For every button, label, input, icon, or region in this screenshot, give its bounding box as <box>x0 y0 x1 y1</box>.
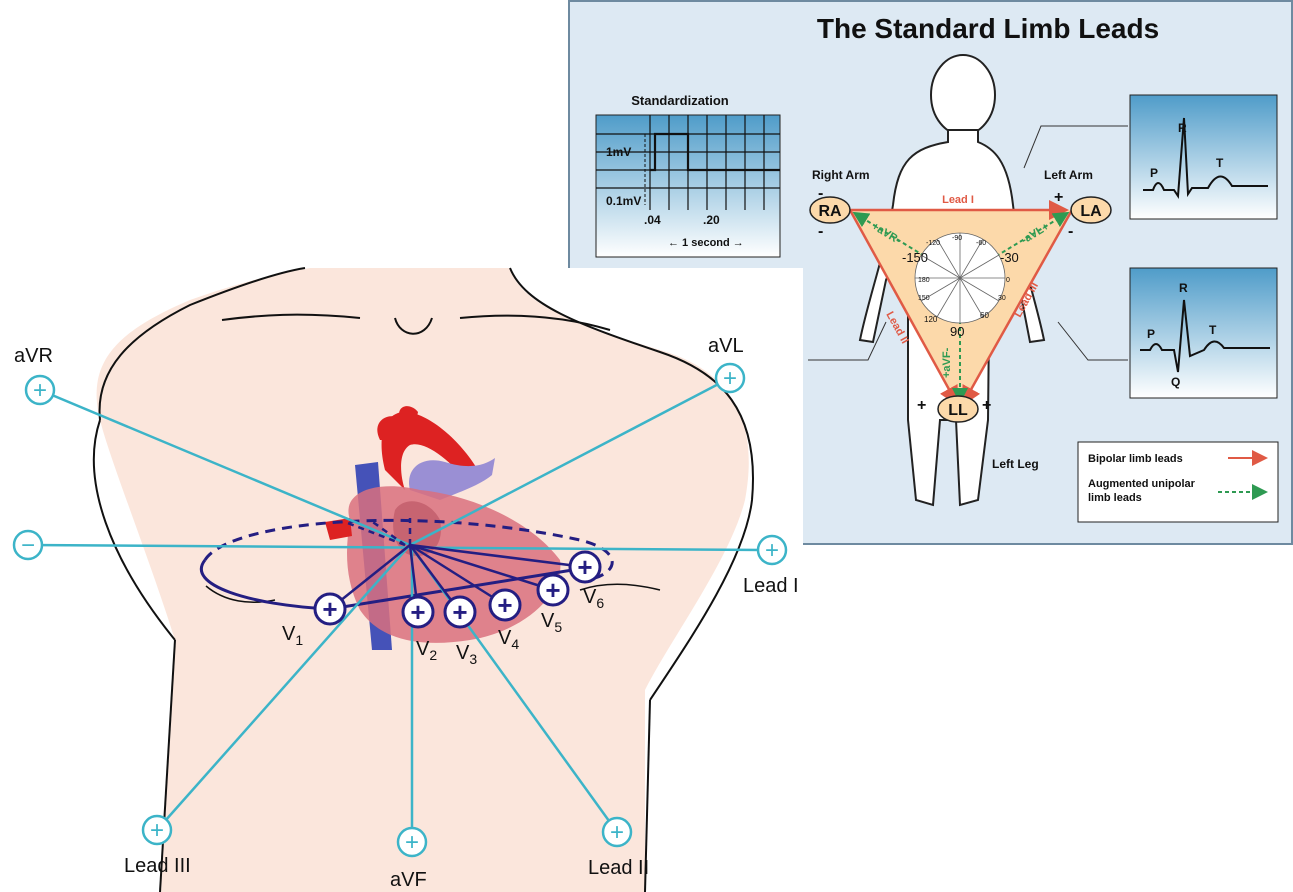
lead-iii-label: Lead III <box>124 855 191 877</box>
v3-plus: + <box>452 597 467 627</box>
avl-electrode-plus: + <box>723 365 737 392</box>
v1-plus: + <box>322 594 337 624</box>
avr-electrode: + <box>26 376 54 404</box>
v1-electrode: + <box>315 594 345 624</box>
lead-iii-plus: + <box>150 817 164 844</box>
lead-i-negative-electrode: − <box>14 531 42 559</box>
v6-electrode: + <box>570 552 600 582</box>
v4-plus: + <box>497 590 512 620</box>
avl-electrode: + <box>716 364 744 392</box>
lead-iii-electrode: + <box>143 816 171 844</box>
v2-plus: + <box>410 597 425 627</box>
avf-plus: + <box>405 829 419 856</box>
avl-label: aVL <box>708 335 744 357</box>
lead-ii-electrode: + <box>603 818 631 846</box>
v5-electrode: + <box>538 575 568 605</box>
v3-electrode: + <box>445 597 475 627</box>
avr-electrode-plus: + <box>33 377 47 404</box>
v5-plus: + <box>545 575 560 605</box>
lead-ii-plus: + <box>610 819 624 846</box>
lead-i-minus: − <box>21 532 35 559</box>
avf-label: aVF <box>390 869 427 891</box>
v6-plus: + <box>577 552 592 582</box>
lead-i-label: Lead I <box>743 575 799 597</box>
lead-ii-label: Lead II <box>588 857 649 879</box>
lead-i-plus: + <box>765 537 779 564</box>
avr-label: aVR <box>14 345 53 367</box>
v4-electrode: + <box>490 590 520 620</box>
v2-electrode: + <box>403 597 433 627</box>
avf-electrode: + <box>398 828 426 856</box>
lead-i-electrode: + <box>758 536 786 564</box>
